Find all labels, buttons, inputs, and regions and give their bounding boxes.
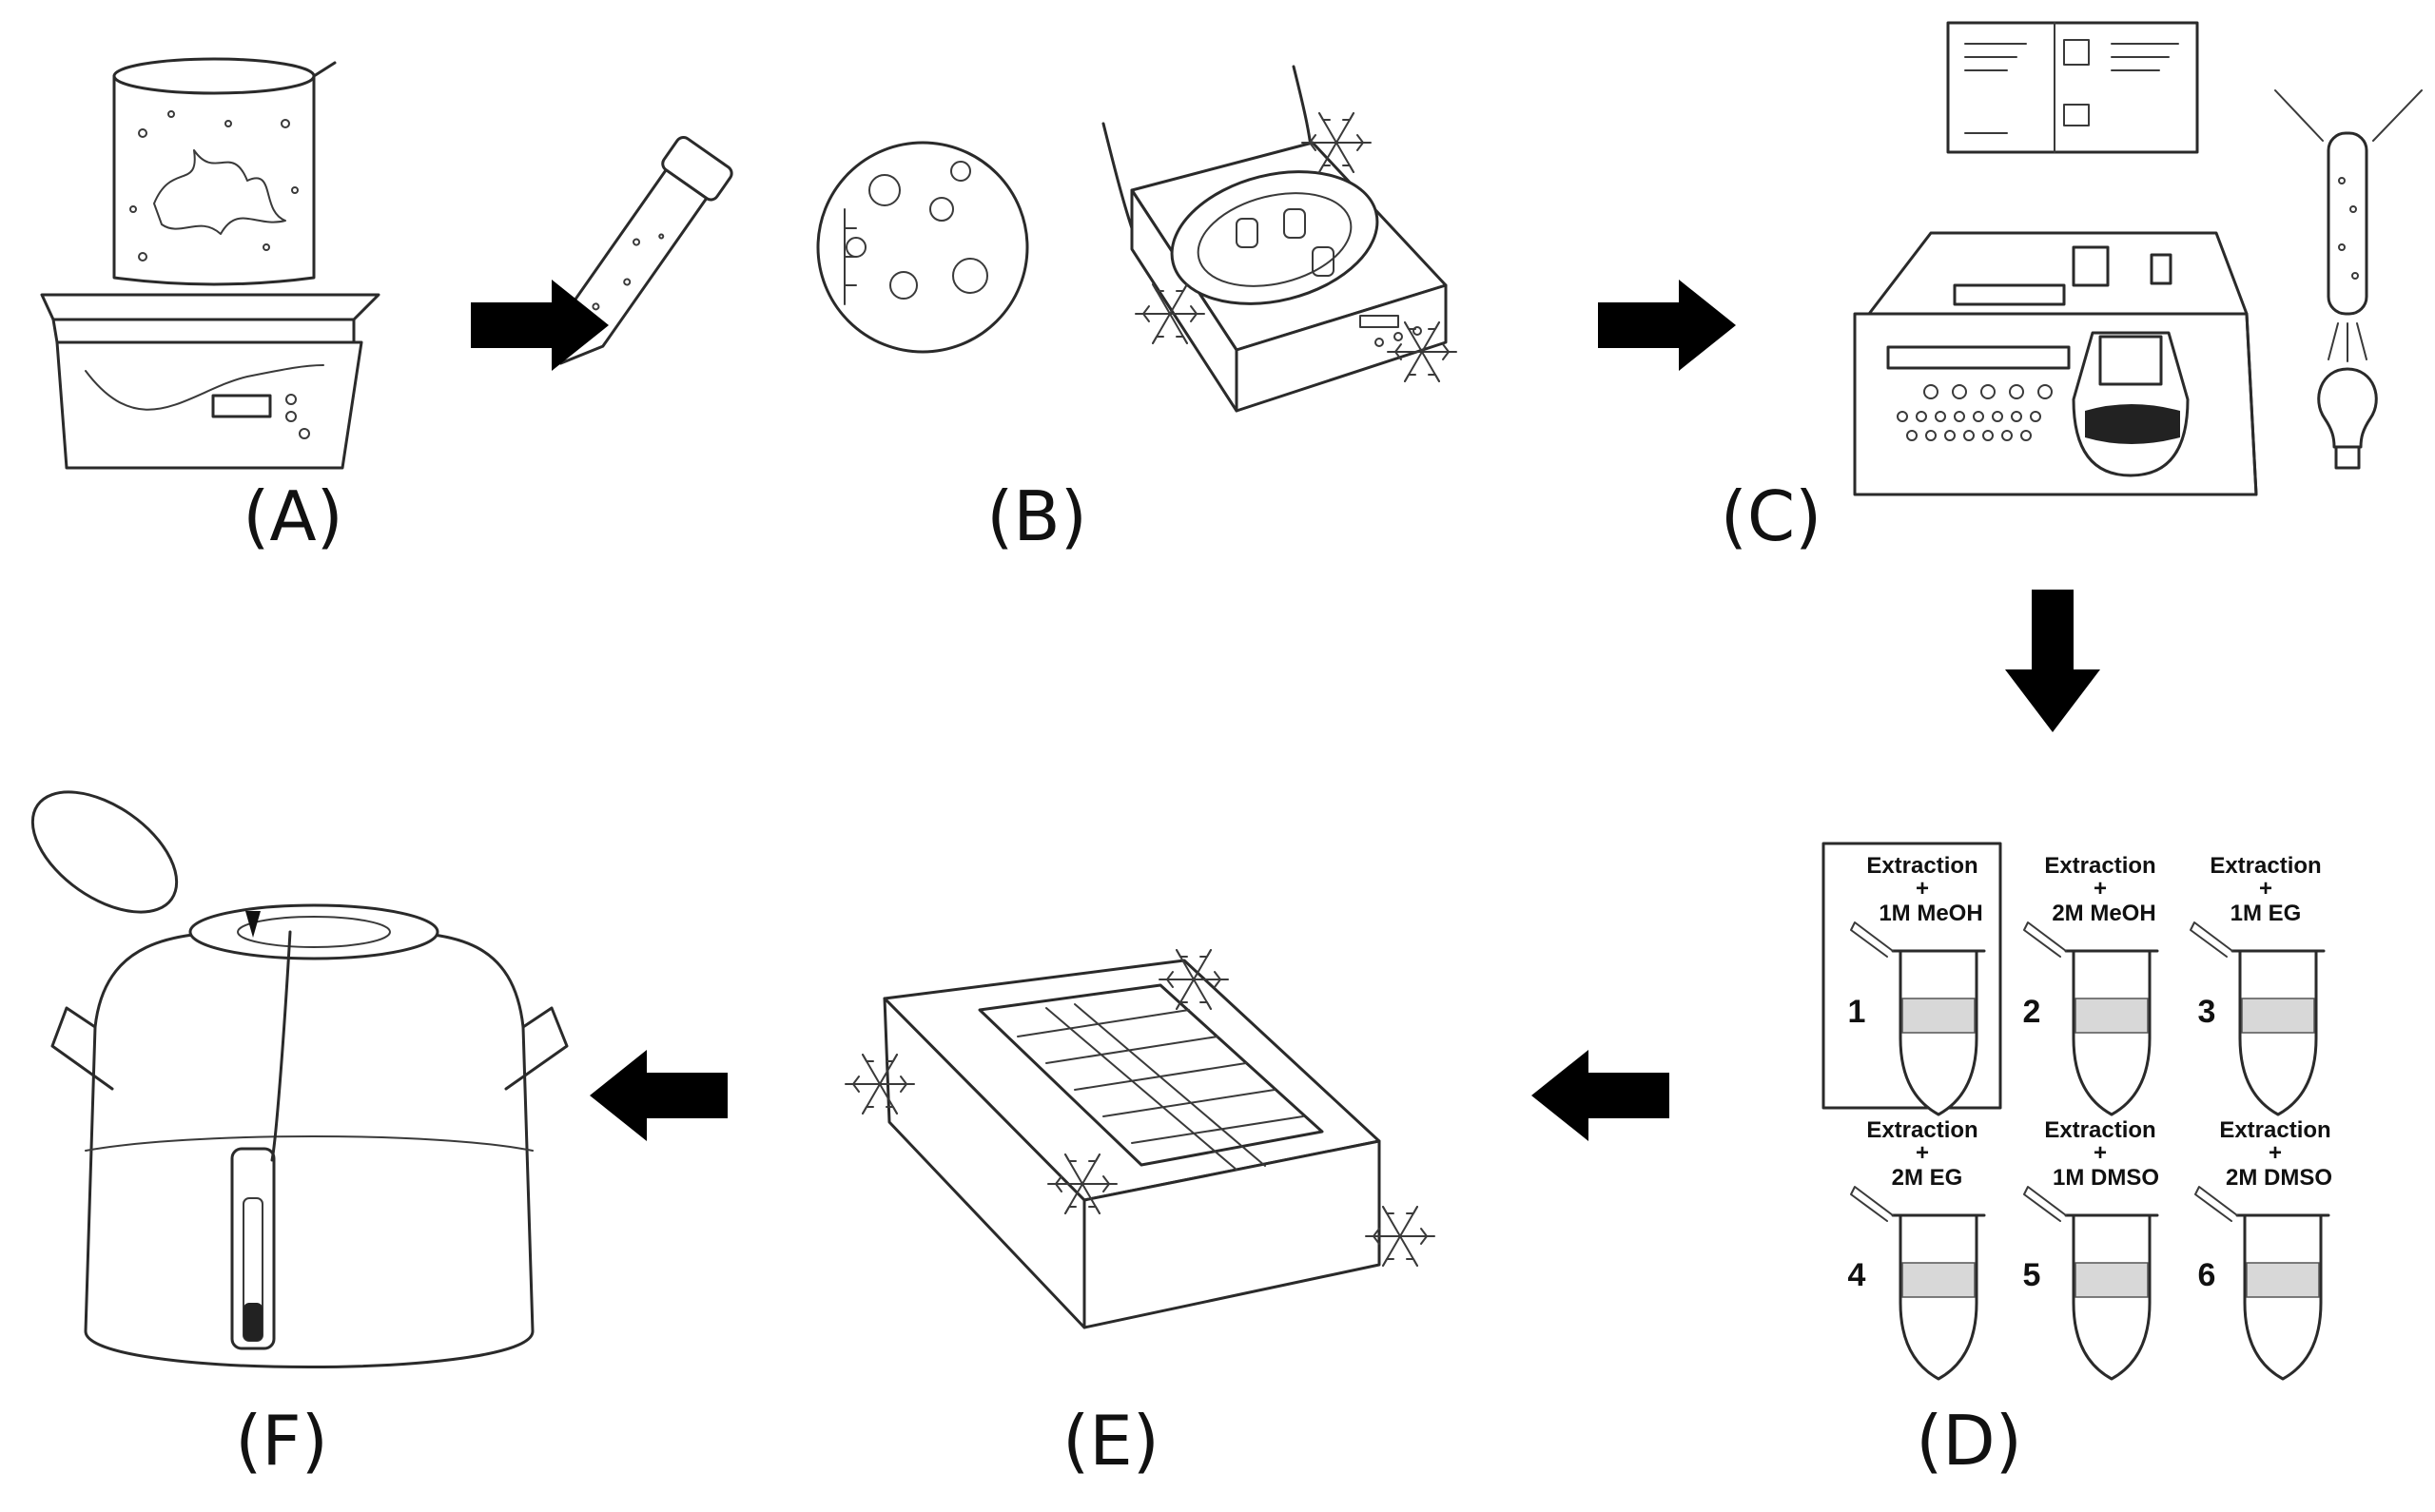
svg-text:1M DMSO: 1M DMSO bbox=[2053, 1165, 2159, 1191]
cooling-box bbox=[883, 959, 1381, 1329]
svg-text:+: + bbox=[2259, 876, 2272, 901]
svg-text:Extraction: Extraction bbox=[2210, 853, 2321, 879]
svg-text:+: + bbox=[2094, 1140, 2107, 1166]
dewar-lid bbox=[30, 790, 179, 914]
sperm-analyzer bbox=[1853, 231, 2258, 496]
svg-text:Extraction: Extraction bbox=[1866, 853, 1977, 879]
tube-2: Extraction + 2M MeOH 2 bbox=[2022, 853, 2159, 1116]
svg-text:+: + bbox=[2269, 1140, 2282, 1166]
panel-label-b: (B) bbox=[986, 476, 1087, 556]
panel-b: (B) bbox=[559, 65, 1457, 556]
refrigerated-centrifuge bbox=[1101, 65, 1448, 413]
panel-e: (E) bbox=[845, 949, 1435, 1481]
tube-3: Extraction + 1M EG 3 bbox=[2189, 853, 2326, 1116]
svg-text:1M EG: 1M EG bbox=[2230, 901, 2302, 926]
svg-text:2M MeOH: 2M MeOH bbox=[2052, 901, 2155, 926]
panel-d: Extraction + 1M MeOH 1 Extraction + 2M M… bbox=[1821, 842, 2332, 1481]
svg-text:Extraction: Extraction bbox=[2044, 1117, 2155, 1143]
arrow-d-to-e bbox=[1531, 1050, 1669, 1141]
tube-1: Extraction + 1M MeOH 1 bbox=[1848, 853, 1986, 1116]
tube-number: 1 bbox=[1848, 994, 1866, 1030]
svg-text:Extraction: Extraction bbox=[2219, 1117, 2330, 1143]
panel-label-f: (F) bbox=[235, 1401, 328, 1481]
panel-c: (C) bbox=[1721, 21, 2423, 556]
report-printout bbox=[1946, 21, 2199, 154]
panel-label-e: (E) bbox=[1062, 1401, 1159, 1481]
sample-tube bbox=[559, 135, 733, 365]
svg-text:Extraction: Extraction bbox=[2044, 853, 2155, 879]
panel-f: (F) bbox=[30, 790, 569, 1481]
tube-number: 4 bbox=[1848, 1257, 1866, 1293]
tube-5: Extraction + 1M DMSO 5 bbox=[2022, 1117, 2159, 1381]
svg-text:2M DMSO: 2M DMSO bbox=[2226, 1165, 2332, 1191]
tube-number: 3 bbox=[2198, 994, 2216, 1030]
liquid-nitrogen-dewar bbox=[30, 790, 569, 1368]
svg-text:Extraction: Extraction bbox=[1866, 1117, 1977, 1143]
tube-4: Extraction + 2M EG 4 bbox=[1848, 1117, 1986, 1381]
tube-6: Extraction + 2M DMSO 6 bbox=[2193, 1117, 2332, 1381]
svg-text:+: + bbox=[2094, 876, 2107, 901]
svg-text:2M EG: 2M EG bbox=[1892, 1165, 1963, 1191]
tube-number: 5 bbox=[2023, 1257, 2041, 1293]
tube-number: 6 bbox=[2198, 1257, 2216, 1293]
svg-text:+: + bbox=[1916, 876, 1929, 901]
arrow-e-to-f bbox=[590, 1050, 728, 1141]
beaker bbox=[112, 57, 337, 286]
arrow-b-to-c bbox=[1598, 280, 1736, 371]
hotplate-stirrer bbox=[40, 293, 380, 470]
svg-text:1M MeOH: 1M MeOH bbox=[1879, 901, 1982, 926]
light-bulb-icon bbox=[2274, 89, 2423, 470]
arrow-a-to-b bbox=[471, 280, 609, 371]
arrow-c-to-d bbox=[2005, 590, 2100, 732]
panel-a: (A) bbox=[40, 57, 380, 556]
tube-number: 2 bbox=[2023, 994, 2041, 1030]
selected-tube-frame bbox=[1821, 842, 2002, 1110]
panel-label-a: (A) bbox=[243, 476, 342, 556]
magnifier-bubble-icon bbox=[816, 141, 1029, 354]
panel-label-c: (C) bbox=[1721, 476, 1821, 556]
panel-label-d: (D) bbox=[1916, 1401, 2022, 1481]
svg-text:+: + bbox=[1916, 1140, 1929, 1166]
